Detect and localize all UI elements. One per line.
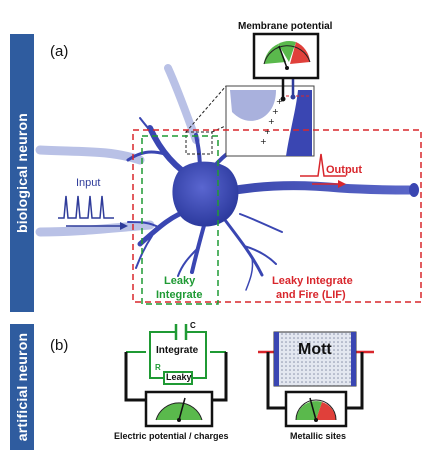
leaky-integrate-label-line2: Integrate bbox=[156, 289, 203, 301]
resistor bbox=[163, 371, 193, 385]
mott-right-electrode bbox=[351, 332, 356, 386]
svg-text:+: + bbox=[268, 117, 275, 126]
artificial-neuron-sidebar: artificial neuron bbox=[10, 324, 34, 450]
lif-region-box bbox=[132, 129, 422, 303]
leaky-integrate-label-line1: Leaky bbox=[164, 275, 196, 287]
left-meter bbox=[144, 390, 214, 428]
axon-terminal bbox=[409, 183, 419, 197]
lif-label-line1: Leaky Integrate bbox=[272, 275, 353, 287]
mott-device bbox=[273, 331, 357, 387]
mott-left-electrode bbox=[274, 332, 279, 386]
biological-neuron-sidebar: biological neuron bbox=[10, 34, 34, 312]
right-caption: Metallic sites bbox=[290, 431, 347, 441]
input-label: Input bbox=[76, 177, 101, 189]
mott-circuit bbox=[258, 331, 374, 410]
leaky-integrate-region-box bbox=[141, 135, 219, 305]
svg-text:+: + bbox=[272, 107, 279, 116]
leaky-label: Leaky bbox=[166, 372, 192, 382]
postsynaptic-membrane bbox=[286, 90, 312, 156]
panel-b-tag: (b) bbox=[50, 337, 69, 354]
axon bbox=[220, 181, 417, 197]
svg-text:+: + bbox=[276, 97, 283, 106]
mott-label: Mott bbox=[298, 341, 332, 358]
integrate-label: Integrate bbox=[156, 345, 199, 356]
panel-a-tag: (a) bbox=[50, 43, 69, 60]
svg-text:+: + bbox=[260, 137, 267, 146]
capacitor-label: C bbox=[190, 321, 196, 330]
presynaptic-terminal bbox=[230, 90, 276, 121]
input-spike-train bbox=[58, 195, 114, 219]
membrane-charges: +++ ++ bbox=[260, 97, 283, 146]
resistor-label: R bbox=[155, 363, 161, 372]
synapse-zoom-region bbox=[185, 131, 213, 155]
meter-title: Membrane potential bbox=[238, 21, 333, 32]
right-meter bbox=[284, 390, 348, 428]
svg-text:+: + bbox=[264, 127, 271, 136]
output-spike bbox=[300, 153, 346, 177]
rc-circuit bbox=[124, 324, 228, 402]
output-label: Output bbox=[326, 164, 363, 176]
left-caption: Electric potential / charges bbox=[114, 431, 229, 441]
membrane-potential-meter bbox=[252, 32, 320, 80]
incoming-axons bbox=[35, 64, 200, 237]
input-arrowhead bbox=[120, 222, 128, 230]
lif-label-line2: and Fire (LIF) bbox=[276, 289, 346, 301]
soma bbox=[172, 161, 239, 227]
